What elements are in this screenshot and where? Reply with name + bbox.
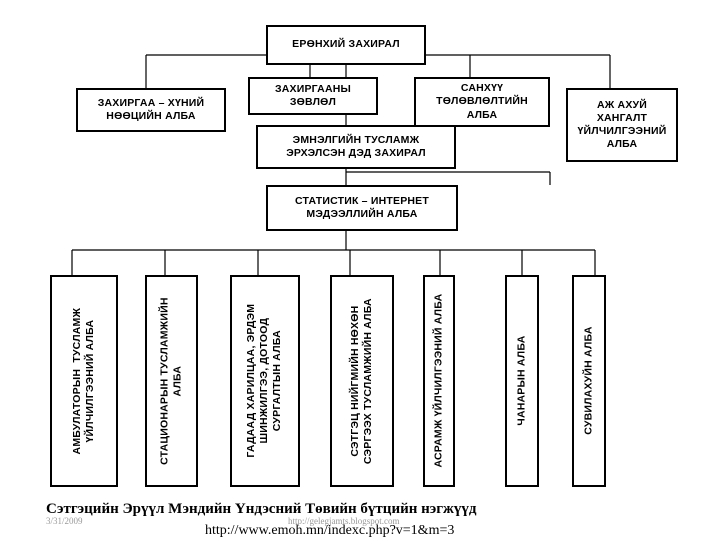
general-director-label: ЕРӨНХИЙ ЗАХИРАЛ [292, 38, 400, 51]
source-url: http://www.emoh.mn/indexc.php?v=1&m=3 [205, 523, 455, 538]
dept-quality-label: ЧАНАРЫН АЛБА [515, 335, 528, 427]
dept-psychosocial-rehab-box: СЭТГЭЦ НИЙГМИЙН НӨХӨН СЭРГЭЭХ ТУСЛАМЖИЙН… [330, 275, 394, 487]
dept-nursing-label: СУВИЛАХУЙН АЛБА [582, 326, 595, 436]
dept-quality-box: ЧАНАРЫН АЛБА [505, 275, 539, 487]
dept-ambulatory-box: АМБУЛАТОРЫН ТУСЛАМЖ ҮЙЛЧИЛГЭЭНИЙ АЛБА [50, 275, 118, 487]
economy-services-box: АЖ АХУЙ ХАНГАЛТ ҮЙЛЧИЛГЭЭНИЙ АЛБА [566, 88, 678, 162]
footer-blog-url: http://gelegjamts.blogspot.com [288, 516, 400, 526]
finance-planning-box: САНХҮҮ ТӨЛӨВЛӨЛТИЙН АЛБА [414, 77, 550, 127]
dept-psychosocial-rehab-label: СЭТГЭЦ НИЙГМИЙН НӨХӨН СЭРГЭЭХ ТУСЛАМЖИЙН… [348, 298, 374, 464]
dept-foreign-relations-box: ГАДААД ХАРИЛЦАА, ЭРДЭМ ШИНЖИЛГЭЭ, ДОТООД… [230, 275, 300, 487]
statistics-internet-label: СТАТИСТИК – ИНТЕРНЕТ МЭДЭЭЛЛИЙН АЛБА [294, 194, 429, 220]
finance-planning-label: САНХҮҮ ТӨЛӨВЛӨЛТИЙН АЛБА [436, 82, 528, 121]
footer-date: 3/31/2009 [46, 516, 83, 526]
dept-foreign-relations-label: ГАДААД ХАРИЛЦАА, ЭРДЭМ ШИНЖИЛГЭЭ, ДОТООД… [245, 304, 284, 458]
dept-nursing-care-label: АСРАМЖ ҮЙЛЧИЛГЭЭНИЙ АЛБА [432, 294, 445, 468]
medical-care-deputy-box: ЭМНЭЛГИЙН ТУСЛАМЖ ЭРХЭЛСЭН ДЭД ЗАХИРАЛ [256, 125, 456, 169]
admin-council-label: ЗАХИРГААНЫ ЗӨВЛӨЛ [274, 82, 352, 108]
general-director-box: ЕРӨНХИЙ ЗАХИРАЛ [266, 25, 426, 65]
admin-hr-box: ЗАХИРГАА – ХҮНИЙ НӨӨЦИЙН АЛБА [76, 88, 226, 132]
admin-council-box: ЗАХИРГААНЫ ЗӨВЛӨЛ [248, 77, 378, 115]
statistics-internet-box: СТАТИСТИК – ИНТЕРНЕТ МЭДЭЭЛЛИЙН АЛБА [266, 185, 458, 231]
dept-ambulatory-label: АМБУЛАТОРЫН ТУСЛАМЖ ҮЙЛЧИЛГЭЭНИЙ АЛБА [70, 307, 96, 455]
economy-services-label: АЖ АХУЙ ХАНГАЛТ ҮЙЛЧИЛГЭЭНИЙ АЛБА [577, 98, 667, 151]
dept-nursing-care-box: АСРАМЖ ҮЙЛЧИЛГЭЭНИЙ АЛБА [423, 275, 455, 487]
dept-nursing-box: СУВИЛАХУЙН АЛБА [572, 275, 606, 487]
admin-hr-label: ЗАХИРГАА – ХҮНИЙ НӨӨЦИЙН АЛБА [97, 96, 205, 122]
diagram-caption: Сэтгэцийн Эрүүл Мэндийн Үндэсний Төвийн … [46, 501, 477, 517]
medical-care-deputy-label: ЭМНЭЛГИЙН ТУСЛАМЖ ЭРХЭЛСЭН ДЭД ЗАХИРАЛ [286, 133, 426, 159]
dept-inpatient-label: СТАЦИОНАРЫН ТУСЛАМЖИЙН АЛБА [158, 297, 184, 465]
dept-inpatient-box: СТАЦИОНАРЫН ТУСЛАМЖИЙН АЛБА [145, 275, 198, 487]
